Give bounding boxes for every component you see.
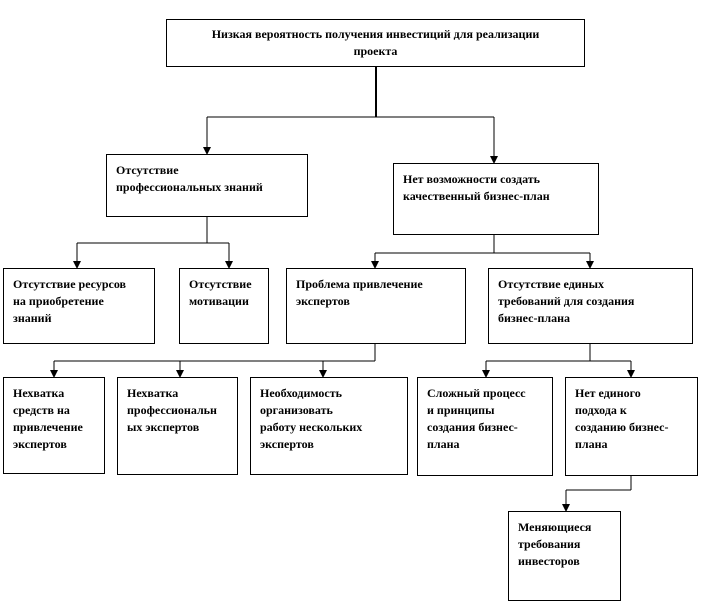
node-root-line-1: Низкая вероятность получения инвестиций …	[211, 27, 540, 41]
node-no-approach: Нет единого подхода к созданию бизнес- п…	[565, 377, 698, 476]
node-lack-experts: Нехватка профессиональн ых экспертов	[117, 377, 238, 475]
node-lack-knowledge-line-2: профессиональных знаний	[116, 180, 263, 194]
node-expert-problem-line-1: Проблема привлечение	[296, 277, 423, 291]
node-no-requirements-line-3: бизнес-плана	[498, 311, 571, 325]
node-lack-experts-line-2: профессиональн	[127, 403, 217, 417]
node-no-business-plan-line-2: качественный бизнес-план	[403, 189, 550, 203]
node-lack-motivation: Отсутствие мотивации	[179, 268, 269, 344]
node-root: Низкая вероятность получения инвестиций …	[166, 19, 585, 67]
node-organize-experts-line-4: экспертов	[260, 437, 314, 451]
node-no-requirements-line-2: требований для создания	[498, 294, 635, 308]
node-root-line-2: проекта	[353, 44, 398, 58]
node-complex-process: Сложный процесс и принципы создания бизн…	[417, 377, 553, 476]
node-lack-motivation-line-1: Отсутствие	[189, 277, 252, 291]
node-lack-funds-line-3: привлечение	[13, 420, 83, 434]
node-changing-requirements-line-3: инвесторов	[518, 554, 580, 568]
node-lack-knowledge-line-1: Отсутствие	[116, 163, 179, 177]
node-lack-experts-line-3: ых экспертов	[127, 420, 200, 434]
node-complex-process-line-1: Сложный процесс	[427, 386, 526, 400]
node-complex-process-line-3: создания бизнес-	[427, 420, 518, 434]
node-organize-experts-line-3: работу нескольких	[260, 420, 363, 434]
node-no-approach-line-3: созданию бизнес-	[575, 420, 669, 434]
node-changing-requirements-line-2: требования	[518, 537, 581, 551]
node-no-requirements: Отсутствие единых требований для создани…	[488, 268, 693, 344]
node-lack-experts-line-1: Нехватка	[127, 386, 179, 400]
node-lack-resources-line-3: знаний	[13, 311, 52, 325]
node-lack-knowledge: Отсутствие профессиональных знаний	[106, 154, 308, 217]
node-organize-experts-line-2: организовать	[260, 403, 333, 417]
node-no-approach-line-1: Нет единого	[575, 386, 641, 400]
node-lack-resources: Отсутствие ресурсов на приобретение знан…	[3, 268, 155, 344]
node-lack-funds-line-2: средств на	[13, 403, 70, 417]
node-expert-problem-line-2: экспертов	[296, 294, 350, 308]
node-no-business-plan-line-1: Нет возможности создать	[403, 172, 541, 186]
node-no-approach-line-4: плана	[575, 437, 608, 451]
node-organize-experts-line-1: Необходимость	[260, 386, 342, 400]
node-expert-problem: Проблема привлечение экспертов	[286, 268, 466, 344]
node-no-business-plan: Нет возможности создать качественный биз…	[393, 163, 599, 235]
node-complex-process-line-2: и принципы	[427, 403, 495, 417]
node-lack-funds-line-1: Нехватка	[13, 386, 65, 400]
node-changing-requirements: Меняющиеся требования инвесторов	[508, 511, 621, 601]
node-complex-process-line-4: плана	[427, 437, 460, 451]
node-lack-funds: Нехватка средств на привлечение эксперто…	[3, 377, 105, 474]
node-no-approach-line-2: подхода к	[575, 403, 627, 417]
node-changing-requirements-line-1: Меняющиеся	[518, 520, 592, 534]
node-lack-funds-line-4: экспертов	[13, 437, 67, 451]
node-organize-experts: Необходимость организовать работу нескол…	[250, 377, 408, 475]
node-lack-motivation-line-2: мотивации	[189, 294, 249, 308]
node-lack-resources-line-2: на приобретение	[13, 294, 104, 308]
node-lack-resources-line-1: Отсутствие ресурсов	[13, 277, 127, 291]
node-no-requirements-line-1: Отсутствие единых	[498, 277, 604, 291]
